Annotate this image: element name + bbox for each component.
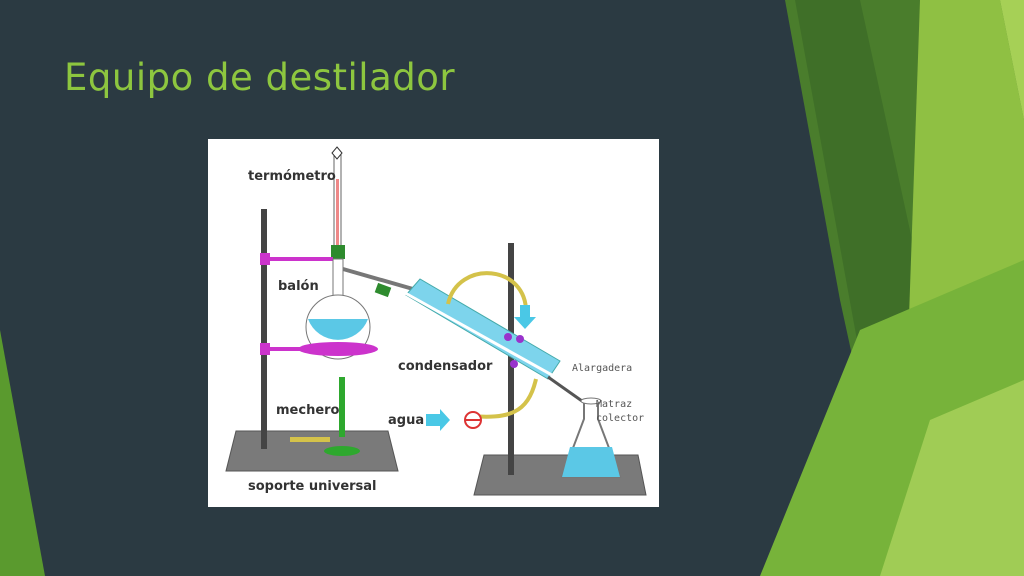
condenser-clamp-bottom: [510, 360, 518, 368]
label-mechero: mechero: [276, 403, 340, 418]
adapter: [547, 375, 583, 403]
water-in-hose: [469, 378, 538, 419]
condenser-joint: [374, 282, 392, 298]
upper-clamp: [263, 257, 333, 261]
water-out-arrow: [514, 305, 536, 329]
label-termometro: termómetro: [248, 169, 336, 184]
slide-title: Equipo de destilador: [64, 56, 456, 99]
flask-stopper: [331, 245, 345, 259]
label-soporte-universal: soporte universal: [248, 479, 377, 494]
burner-tube: [339, 377, 345, 437]
distillation-diagram: termómetro balón condensador mechero agu…: [208, 139, 659, 507]
burner-base: [324, 446, 360, 456]
thermometer-mercury: [336, 179, 339, 259]
annotation-matraz: Matraz: [596, 399, 633, 410]
flask-liquid: [308, 319, 368, 340]
annotation-colector: colector: [596, 413, 645, 424]
water-out-hose: [446, 271, 529, 315]
right-corner-shape: [1000, 0, 1024, 120]
condenser-clamp-top: [504, 333, 512, 341]
gas-hose: [290, 437, 330, 442]
left-base: [225, 430, 399, 472]
flask-neck: [332, 258, 344, 300]
lower-clamp-joint: [260, 343, 270, 355]
upper-clamp-joint: [260, 253, 270, 265]
left-green-triangle: [0, 330, 45, 576]
bottom-right-light-shape: [880, 380, 1024, 576]
label-condensador: condensador: [398, 359, 493, 374]
annotation-alargadera: Alargadera: [572, 363, 633, 374]
thermometer-top: [331, 146, 343, 160]
condenser-clamp-top-right: [516, 335, 524, 343]
left-rod: [261, 209, 267, 449]
support-ring: [298, 342, 378, 356]
water-in-arrow: [426, 409, 450, 431]
side-arm: [342, 267, 414, 291]
distillation-illustration: [225, 146, 647, 496]
label-balon: balón: [278, 279, 319, 294]
collector-mouth: [580, 397, 602, 405]
right-rod: [508, 243, 514, 475]
condenser-inner-tube: [397, 287, 569, 386]
condenser: [405, 278, 561, 380]
collector-liquid: [562, 447, 620, 477]
label-agua: agua: [388, 413, 425, 428]
